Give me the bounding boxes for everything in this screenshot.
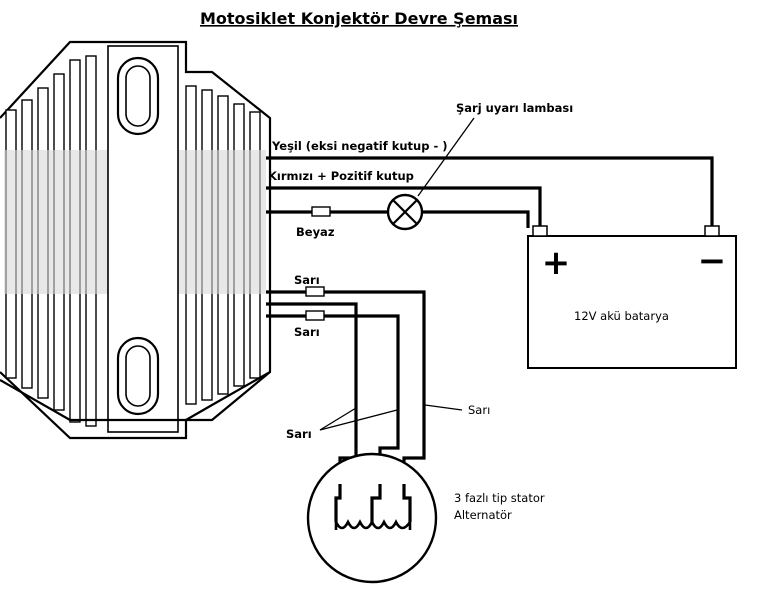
stator-label-line1: 3 fazlı tip stator [454,491,545,505]
yellow-wire-right-label: Sarı [468,403,490,417]
battery-minus-sign: − [698,241,727,281]
green-wire-label: Yeşil (eksi negatif kutup - ) [271,139,448,153]
yellow-wire-1-connector [305,286,325,297]
battery-negative-terminal [704,225,720,237]
battery-positive-terminal [532,225,548,237]
yellow-wire-2-connector [305,310,325,321]
charge-warning-lamp [386,193,424,231]
diagram-title: Motosiklet Konjektör Devre Şeması [200,9,518,28]
stator-alternator [306,452,438,584]
yellow-wire-1-label: Sarı [294,273,320,287]
lamp-label-leader [417,117,475,197]
green-negative-wire [266,156,714,228]
red-wire-label: Kırmızı + Pozitif kutup [268,169,414,183]
battery: + − [527,225,737,369]
battery-plus-sign: + [542,243,571,283]
yellow-wire-2-label: Sarı [294,325,320,339]
yellow-wire-pair-label: Sarı [286,427,312,441]
stator-label-line2: Alternatör [454,508,512,522]
red-positive-wire [266,186,542,228]
regulator-rectifier [0,40,272,440]
white-wire-label: Beyaz [296,225,335,239]
warning-lamp-label: Şarj uyarı lambası [456,101,573,115]
white-wire-connector [311,206,331,217]
battery-label: 12V akü batarya [574,309,669,323]
